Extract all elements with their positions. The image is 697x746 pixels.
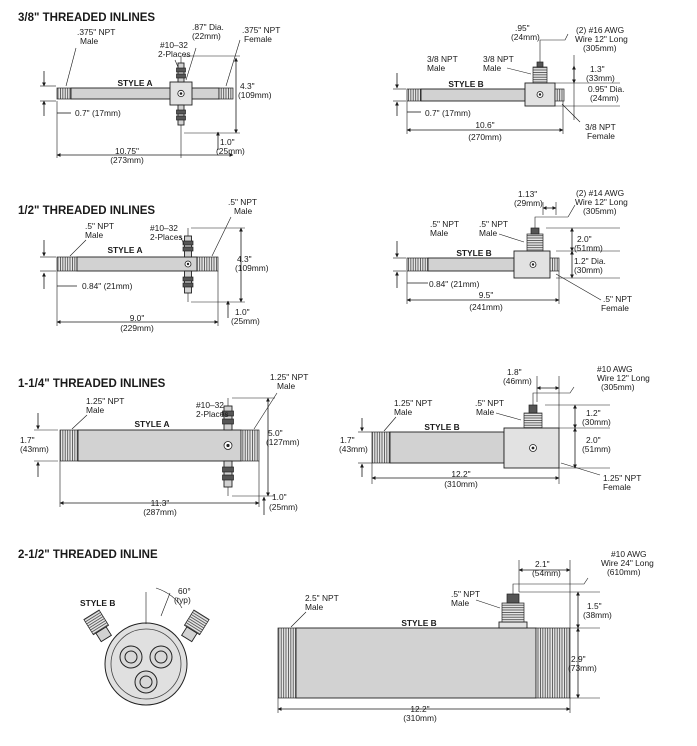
style-label: STYLE B [80,598,115,608]
width-label: 1.13"(29mm) [514,189,543,208]
width-label: 1.8"(46mm) [503,367,532,386]
thread-length-label: 0.84" (21mm) [82,281,133,291]
height-label-2: 2.9"(73mm) [568,654,597,673]
style-label: STYLE A [107,245,142,255]
height-label: 2.0"(51mm) [574,234,603,253]
section-title-2-1-2: 2-1/2" THREADED INLINE [18,549,158,561]
style-a-1-2-drawing [56,228,219,302]
style-label: STYLE B [448,79,483,89]
style-b-1-2-drawing [406,216,568,279]
thread-length-label: 0.7" (17mm) [75,108,121,118]
style-label: STYLE A [134,419,169,429]
style-a-1-1-4-drawing [59,398,260,496]
style-a-3-8-drawing [56,56,234,133]
offset-label: 1.0"(25mm) [231,307,260,326]
style-b-1-1-4-drawing [371,386,575,469]
angle-label: 60°(typ) [174,586,191,605]
section-title-1-2: 1/2" THREADED INLINES [18,205,155,217]
height-label: 1.5"(38mm) [583,601,612,620]
height-label: 1.2"(30mm) [582,408,611,427]
height-label-2: 2.0"(51mm) [582,435,611,454]
section-title-1-1-4: 1-1/4" THREADED INLINES [18,378,166,390]
height-label: 1.3"(33mm) [586,64,615,83]
length-label: 12.2"(310mm) [444,469,478,489]
thread-length-label: 0.84" (21mm) [429,279,480,289]
length-label: 11.3"(287mm) [143,498,177,517]
thread-length-label: 0.7" (17mm) [425,108,471,118]
style-label: STYLE A [117,78,152,88]
dia-label: 1.2" Dia.(30mm) [574,256,606,275]
side-view-drawing [277,577,589,699]
length-label: 10.6"(270mm) [468,120,502,142]
dia-label: .87" Dia.(22mm) [192,22,224,41]
end-view-drawing [83,592,210,706]
length-label: 9.5"(241mm) [469,290,503,312]
style-label: STYLE B [424,422,459,432]
offset-label: 1.0"(25mm) [269,492,298,512]
dia-label: 1.7"(43mm) [20,435,49,454]
section-title-3-8: 3/8" THREADED INLINES [18,12,155,24]
width-label: .95"(24mm) [511,23,540,42]
dia-label: 1.7"(43mm) [339,435,368,454]
dia-label: 0.95" Dia.(24mm) [588,84,625,103]
length-label: 10.75"(273mm) [110,146,144,165]
length-label: 12.2"(310mm) [403,704,437,723]
height-label: 4.3"(109mm) [238,81,272,100]
style-b-3-8-drawing [406,33,569,107]
offset-label: 1.0"(25mm) [216,137,245,156]
height-label: 5.0"(127mm) [266,428,300,447]
style-label: STYLE B [456,248,491,258]
style-label: STYLE B [401,618,436,628]
length-label: 9.0"(229mm) [120,313,154,333]
height-label: 4.3"(109mm) [235,254,269,273]
width-label: 2.1"(54mm) [532,559,561,578]
